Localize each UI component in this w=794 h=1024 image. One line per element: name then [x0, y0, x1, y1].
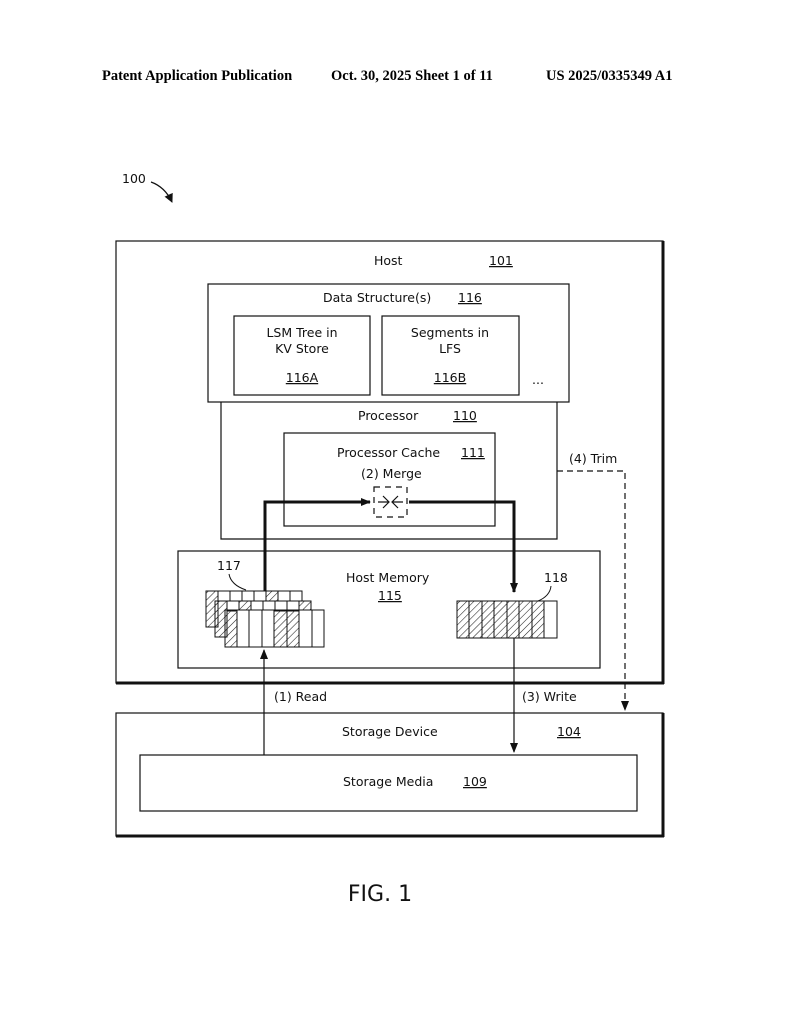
- processor-ref: 110: [453, 408, 477, 423]
- segment-layer-back: [205, 590, 303, 628]
- merge-output-arrow: [409, 500, 518, 593]
- trim-arrow: [557, 470, 629, 711]
- figure-ref-arrow: [150, 181, 173, 203]
- header-publication: Patent Application Publication: [102, 68, 293, 84]
- figure-caption: FIG. 1: [348, 882, 412, 907]
- input-segments-ref: 117: [217, 558, 241, 573]
- storage-media-label: Storage Media: [343, 774, 433, 789]
- lsm-tree-line2: KV Store: [275, 341, 329, 356]
- segments-lfs-line1: Segments in: [411, 325, 489, 340]
- read-step-label: (1) Read: [274, 689, 327, 704]
- input-segments-leader: [228, 573, 247, 591]
- host-memory-ref: 115: [378, 588, 402, 603]
- write-step-label: (3) Write: [522, 689, 577, 704]
- merge-label: (2) Merge: [361, 466, 422, 481]
- input-segments-stack: [205, 590, 325, 648]
- host-box: [115, 240, 665, 685]
- host-label: Host: [374, 253, 403, 268]
- storage-media-ref: 109: [463, 774, 487, 789]
- storage-device-label: Storage Device: [342, 724, 438, 739]
- figure-ref-100: 100: [122, 171, 146, 186]
- processor-label: Processor: [358, 408, 419, 423]
- segment-layer-front: [224, 609, 325, 648]
- data-structures-ref: 116: [458, 290, 482, 305]
- header-date-sheet: Oct. 30, 2025 Sheet 1 of 11: [331, 68, 493, 84]
- processor-cache-box: [283, 432, 496, 527]
- merge-input-arrow: [263, 498, 371, 591]
- segments-lfs-box: [381, 315, 520, 396]
- trim-step-label: (4) Trim: [569, 451, 617, 466]
- lsm-tree-ref: 116A: [286, 370, 319, 385]
- merge-icon: [373, 486, 408, 518]
- storage-media-box: [139, 754, 638, 812]
- processor-cache-label: Processor Cache: [337, 445, 440, 460]
- processor-cache-ref: 111: [461, 445, 485, 460]
- data-structures-label: Data Structure(s): [323, 290, 431, 305]
- host-memory-label: Host Memory: [346, 570, 430, 585]
- segments-lfs-line2: LFS: [439, 341, 461, 356]
- lsm-tree-line1: LSM Tree in: [266, 325, 337, 340]
- host-memory-box: [177, 550, 601, 669]
- output-segment-leader: [537, 585, 552, 602]
- storage-device-box: [115, 712, 665, 838]
- host-ref: 101: [489, 253, 513, 268]
- header-patent-number: US 2025/0335349 A1: [546, 68, 673, 84]
- segments-lfs-ref: 116B: [434, 370, 466, 385]
- lsm-tree-box: [233, 315, 371, 396]
- more-structures-ellipsis: ...: [532, 372, 544, 387]
- output-segment: [456, 600, 558, 639]
- output-segment-ref: 118: [544, 570, 568, 585]
- storage-device-ref: 104: [557, 724, 581, 739]
